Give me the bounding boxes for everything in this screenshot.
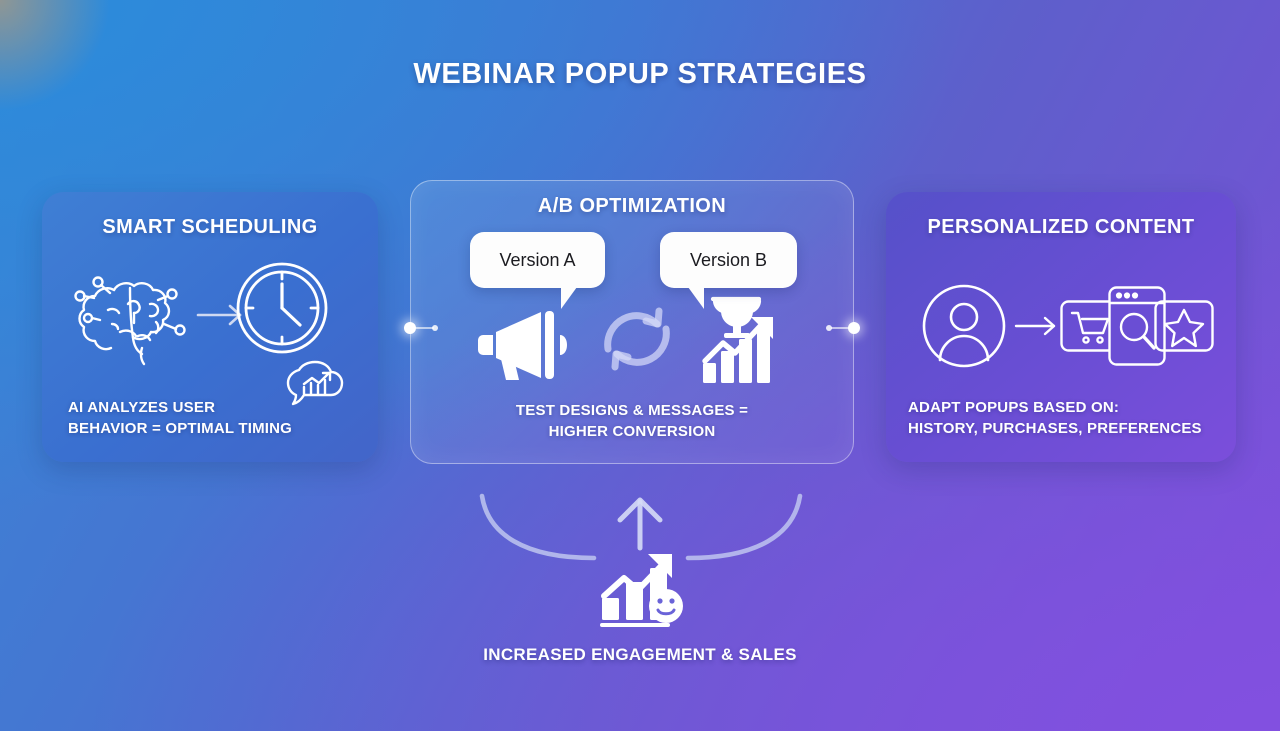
connector-right xyxy=(826,322,866,336)
clock-icon xyxy=(236,262,328,354)
card-title-personalized-content: PERSONALIZED CONTENT xyxy=(927,216,1195,238)
arc-left-icon xyxy=(479,493,597,561)
arrow-right-icon xyxy=(196,304,242,326)
card-title-smart-scheduling: SMART SCHEDULING xyxy=(102,216,318,238)
card-caption-personalized-content: ADAPT POPUPS BASED ON: HISTORY, PURCHASE… xyxy=(908,397,1222,441)
outcome-caption: INCREASED ENGAGEMENT & SALES xyxy=(483,645,797,664)
up-arrow-icon xyxy=(617,497,663,551)
trophy-growth-chart-icon xyxy=(702,296,773,383)
connector-dot-large xyxy=(404,322,416,334)
caption-line-2: HIGHER CONVERSION xyxy=(548,423,716,441)
arrow-right-icon xyxy=(1014,316,1056,336)
connector-dot-small xyxy=(826,325,832,331)
bubble-version-b-label: Version B xyxy=(689,249,768,270)
brain-circuit-icon xyxy=(74,276,186,366)
card-smart-scheduling[interactable]: SMART SCHEDULING xyxy=(42,192,378,462)
page-title: WEBINAR POPUP STRATEGIES xyxy=(413,58,867,90)
bubble-tail-icon xyxy=(561,287,577,309)
bubble-version-a[interactable]: Version A xyxy=(470,232,605,309)
shopping-cart-panel-icon xyxy=(1060,300,1120,352)
growth-chart-smiley-icon xyxy=(600,554,683,627)
arc-right-icon xyxy=(685,493,803,561)
connector-line xyxy=(831,327,851,329)
card-ab-optimization[interactable]: A/B OPTIMIZATION xyxy=(410,180,854,464)
connector-dot-small xyxy=(432,325,438,331)
caption-line-1: AI ANALYZES USER xyxy=(68,398,216,416)
star-panel-icon xyxy=(1154,300,1214,352)
card-caption-ab-optimization: TEST DESIGNS & MESSAGES = HIGHER CONVERS… xyxy=(425,400,839,444)
bubble-tail-icon xyxy=(688,287,704,309)
connector-line xyxy=(416,327,434,329)
caption-line-2: BEHAVIOR = OPTIMAL TIMING xyxy=(68,420,293,438)
card-caption-smart-scheduling: AI ANALYZES USER BEHAVIOR = OPTIMAL TIMI… xyxy=(68,397,358,441)
refresh-cycle-icon xyxy=(604,307,670,371)
caption-line-1: TEST DESIGNS & MESSAGES = xyxy=(515,401,749,419)
browser-search-panel-icon xyxy=(1108,286,1166,366)
bubble-version-a-label: Version A xyxy=(499,249,576,270)
caption-line-2: HISTORY, PURCHASES, PREFERENCES xyxy=(908,420,1202,438)
megaphone-icon xyxy=(478,311,567,380)
connector-dot-large xyxy=(848,322,860,334)
caption-line-1: ADAPT POPUPS BASED ON: xyxy=(908,398,1120,416)
bubble-version-b[interactable]: Version B xyxy=(660,232,797,309)
user-avatar-icon xyxy=(922,284,1006,368)
card-personalized-content[interactable]: PERSONALIZED CONTENT xyxy=(886,192,1236,462)
card-title-ab-optimization: A/B OPTIMIZATION xyxy=(537,195,727,217)
connector-left xyxy=(404,322,444,336)
